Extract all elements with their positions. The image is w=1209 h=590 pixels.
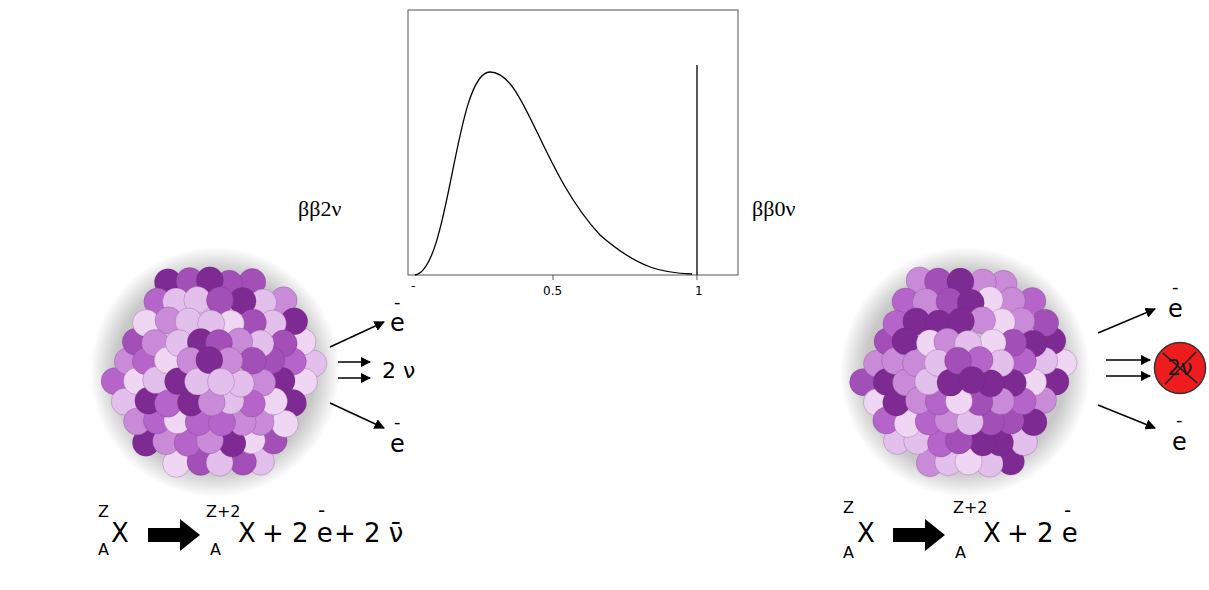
equation-text: - — [318, 500, 325, 520]
emission-arrows — [330, 309, 1155, 428]
equation-text: + 2 e — [262, 520, 333, 546]
particle-label: e — [1168, 297, 1183, 321]
equation-text: + 2 e — [1007, 520, 1078, 546]
neutrino-label: 2ν — [1167, 356, 1192, 380]
equation-text: X — [111, 520, 129, 546]
equation-text: + 2 ν̄ — [334, 520, 403, 546]
equation-text: Z+2 — [953, 500, 988, 516]
chart-frame — [408, 10, 738, 275]
particle-label: - — [1176, 411, 1183, 429]
equation-text: - — [1064, 500, 1071, 520]
nucleus-glow — [90, 247, 340, 497]
equation-text: X — [238, 520, 256, 546]
reaction-arrow — [148, 519, 200, 551]
decay-mode-label: ββ0ν — [752, 198, 795, 220]
particle-label: e — [390, 432, 405, 456]
axis-tick-label: 0.5 — [543, 285, 562, 297]
decay-mode-label: ββ2ν — [298, 198, 341, 220]
nucleus — [101, 267, 1077, 477]
nucleon — [958, 367, 985, 394]
axis-tick-label: 1 — [695, 285, 703, 297]
nucleon — [207, 368, 234, 395]
equation-text: Z — [843, 500, 854, 516]
equation-text: Z — [98, 504, 109, 520]
particle-label: - — [394, 413, 401, 431]
nucleus-glow — [840, 247, 1090, 497]
nucleon — [206, 287, 233, 314]
particle-label: e — [390, 311, 405, 335]
axis-tick-label: - — [411, 280, 415, 292]
particle-label: e — [1172, 430, 1187, 454]
equation-text: X — [857, 520, 875, 546]
tick — [697, 275, 698, 280]
tick — [553, 275, 554, 280]
equation-text: A — [955, 545, 966, 561]
spectrum-line — [696, 65, 697, 275]
particle-label: - — [394, 293, 401, 311]
particle-label: - — [1172, 278, 1179, 296]
spectrum-curve — [415, 72, 692, 275]
equation-text: A — [843, 545, 854, 561]
equation-text: A — [210, 542, 221, 558]
crossed-neutrino-circle: 2ν — [1153, 341, 1207, 395]
equation-text: X — [983, 520, 1001, 546]
particle-label: 2 ν — [382, 360, 415, 382]
reaction-arrow — [893, 519, 945, 551]
equation-text: A — [98, 542, 109, 558]
equation-text: Z+2 — [206, 504, 241, 520]
